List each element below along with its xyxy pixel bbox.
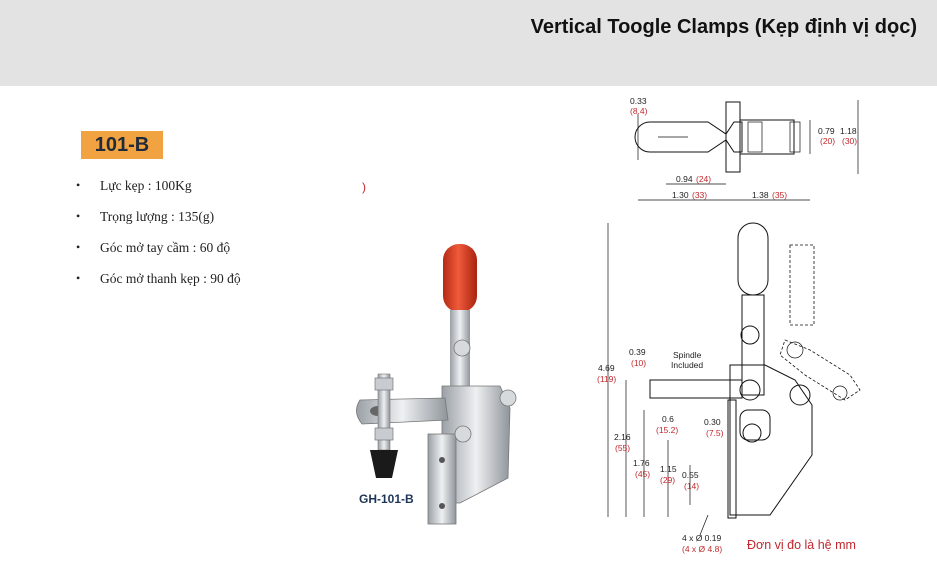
pivot-rivet [499, 389, 517, 407]
dim-label: (15.2) [656, 425, 678, 435]
mount-hole [439, 457, 445, 463]
bullet: • [76, 178, 81, 192]
product-label: GH-101-B [359, 492, 414, 506]
clamp-handle-grip [443, 244, 477, 312]
bullet: • [76, 209, 81, 223]
dim-label: 1.18 [840, 126, 857, 136]
dim-label: 0.55 [682, 470, 699, 480]
spec-item: • Góc mở thanh kẹp : 90 độ [76, 263, 241, 294]
stray-character: ) [362, 180, 366, 194]
dim-label: 1.30 [672, 190, 689, 200]
spec-item: • Trọng lượng : 135(g) [76, 201, 241, 232]
dim-label: 4.69 [598, 363, 615, 373]
spindle-label: Spindle [673, 350, 702, 360]
hole-spec: 4 x Ø 0.19 [682, 533, 721, 543]
top-view-drawing: 0.33 (8.4) 0.79 (20) 1.18 (30) 0.94 (24)… [630, 96, 859, 201]
dim-label: 2.16 [614, 432, 631, 442]
dim-label: 0.94 [676, 174, 693, 184]
dim-label: (45) [635, 469, 650, 479]
dim-label: (14) [684, 481, 699, 491]
dim-label: (8.4) [630, 106, 648, 116]
header-bar: Vertical Toogle Clamps (Kẹp định vị dọc) [0, 0, 937, 86]
model-badge: 101-B [81, 131, 163, 159]
dim-label: (29) [660, 475, 675, 485]
spec-text: Trọng lượng : 135(g) [100, 209, 215, 224]
dim-label: 1.15 [660, 464, 677, 474]
spindle-nut-bottom [374, 427, 394, 441]
page-title: Vertical Toogle Clamps (Kẹp định vị dọc) [530, 16, 917, 38]
bullet: • [76, 271, 81, 285]
dim-label: (20) [820, 136, 835, 146]
top-view-outline [634, 101, 801, 173]
dim-label: (24) [696, 174, 711, 184]
clamp-base-plate [427, 433, 457, 525]
dim-label: 1.76 [633, 458, 650, 468]
dim-label: 1.38 [752, 190, 769, 200]
dim-label: (35) [772, 190, 787, 200]
mount-hole [439, 503, 445, 509]
dim-label: (10) [631, 358, 646, 368]
product-photo [356, 244, 517, 525]
side-view-drawing: 4.69 (119) 2.16 (55) 1.76 (45) 1.15 (29)… [597, 222, 861, 554]
spindle-label: Included [671, 360, 703, 370]
pivot-rivet [454, 425, 472, 443]
dim-label: (55) [615, 443, 630, 453]
spec-text: Góc mở thanh kẹp : 90 độ [100, 271, 241, 286]
dim-label: 0.6 [662, 414, 674, 424]
dim-label: 0.39 [629, 347, 646, 357]
spec-item: • Góc mở tay cầm : 60 độ [76, 232, 241, 263]
unit-note: Đơn vị đo là hệ mm [747, 538, 856, 552]
spec-item: • Lực kẹp : 100Kg [76, 170, 241, 201]
dim-label: (30) [842, 136, 857, 146]
dim-label: (33) [692, 190, 707, 200]
dim-label: (7.5) [706, 428, 724, 438]
dim-label: (119) [597, 374, 616, 384]
dim-label: 0.79 [818, 126, 835, 136]
side-view-outline [649, 222, 861, 519]
dim-label: 0.30 [704, 417, 721, 427]
dim-label: 0.33 [630, 96, 647, 106]
spindle-nut-top [374, 377, 394, 391]
spec-text: Góc mở tay cầm : 60 độ [100, 240, 231, 255]
rubber-tip [370, 450, 398, 478]
bullet: • [76, 240, 81, 254]
hole-spec: (4 x Ø 4.8) [682, 544, 722, 554]
pivot-rivet [453, 339, 471, 357]
spec-text: Lực kẹp : 100Kg [100, 178, 192, 193]
spec-list: • Lực kẹp : 100Kg • Trọng lượng : 135(g) •… [76, 170, 241, 294]
